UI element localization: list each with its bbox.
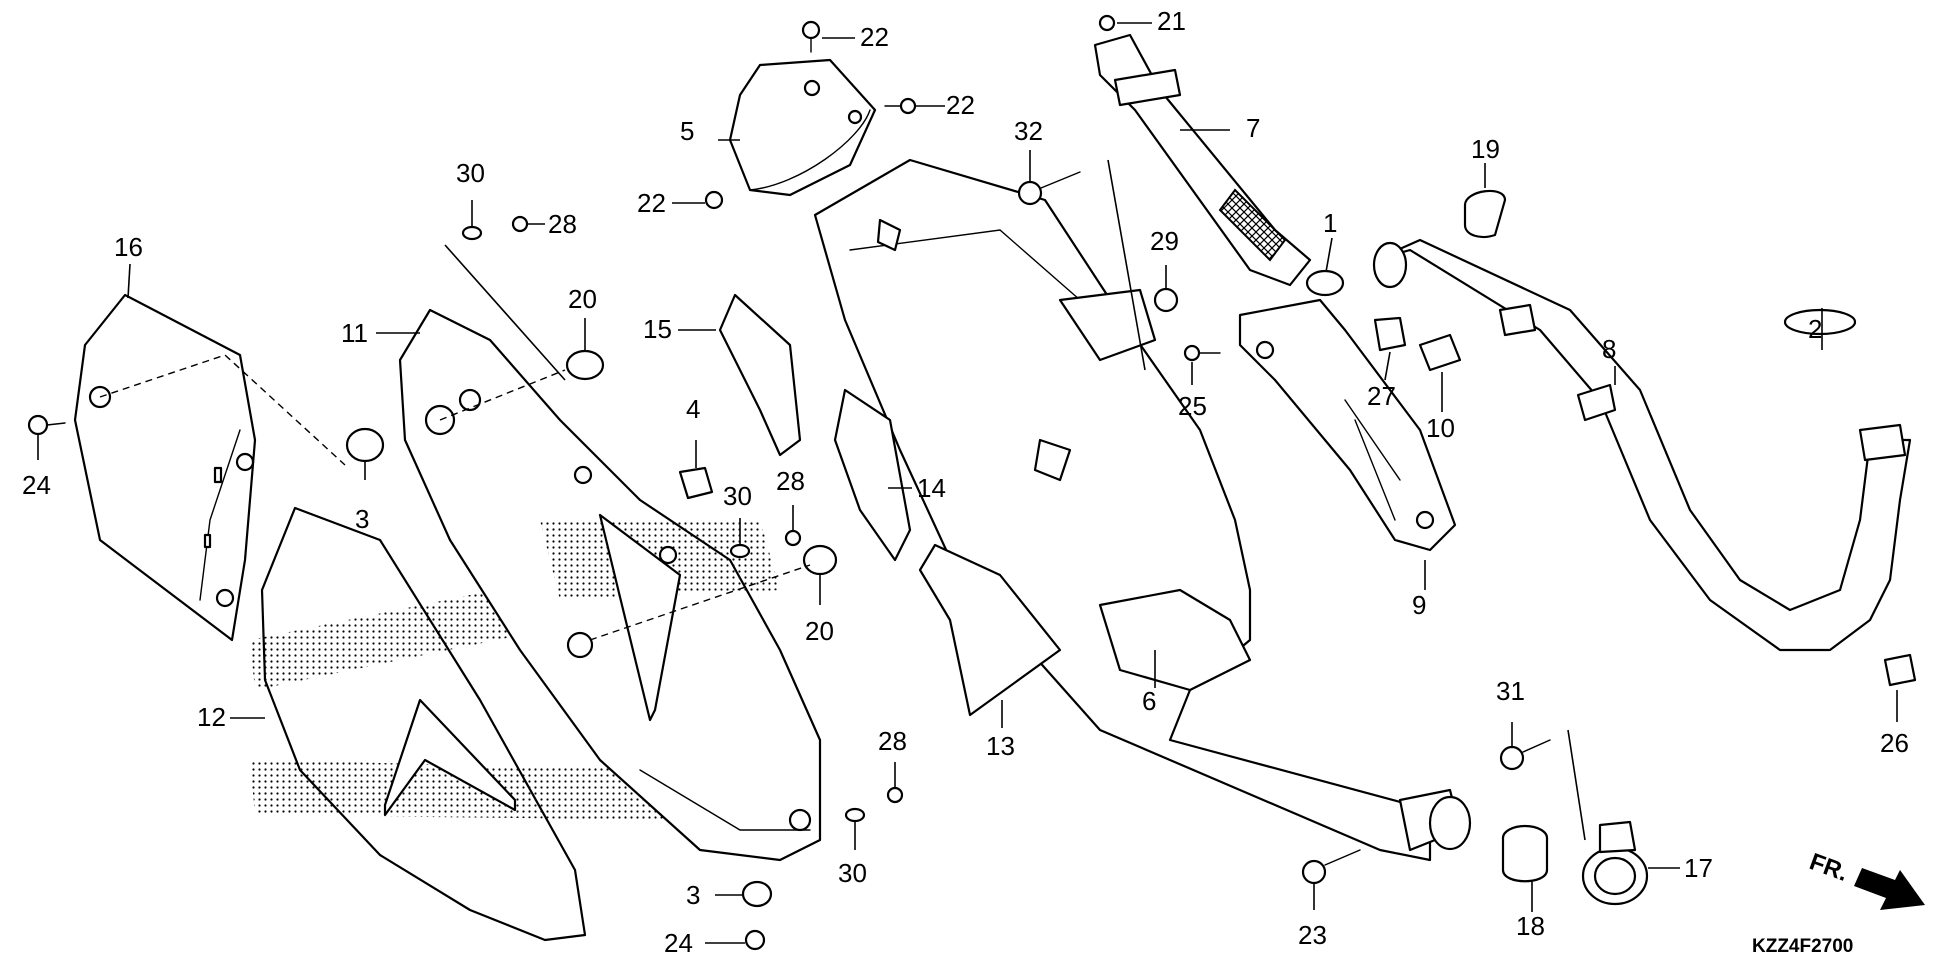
callout-22-left: 22	[637, 188, 666, 218]
callout-24-bottom: 24	[664, 928, 693, 958]
callouts: 1 2 3 3 4 5 6 7 8 9 10 11 12 13 14 15 16	[22, 6, 1909, 958]
callout-3-top: 3	[355, 504, 369, 534]
grommet-20-top	[565, 349, 605, 381]
callout-28-bottom: 28	[878, 726, 907, 756]
front-arrow-icon	[1854, 868, 1925, 910]
callout-28-mid: 28	[776, 466, 805, 496]
callout-21: 21	[1157, 6, 1186, 36]
callout-7: 7	[1246, 113, 1260, 143]
callout-11: 11	[341, 318, 368, 348]
part-10-clip	[1418, 333, 1462, 372]
bolt-25	[1183, 344, 1221, 362]
callout-10: 10	[1426, 413, 1455, 443]
clip-4	[678, 466, 714, 500]
callout-31: 31	[1496, 676, 1525, 706]
part-1-gasket	[1305, 269, 1345, 297]
part-11-inner-cover	[398, 308, 822, 862]
callout-30-top: 30	[456, 158, 485, 188]
assembly-lines	[99, 159, 1586, 841]
part-19-clamp	[1463, 189, 1507, 239]
callout-3-bottom: 3	[686, 880, 700, 910]
bolt-22-left	[704, 190, 724, 210]
callout-6: 6	[1142, 686, 1156, 716]
callout-28-top: 28	[548, 209, 577, 239]
callout-23: 23	[1298, 920, 1327, 950]
diagram-code: KZZ4F2700	[1752, 936, 1853, 957]
washer-30-mid	[729, 543, 751, 559]
bolt-22-right	[884, 97, 917, 115]
bolt-24-left	[27, 414, 66, 436]
part-16-side-cover	[73, 293, 257, 642]
part-7-joint-pipe	[1093, 33, 1312, 287]
callout-26: 26	[1880, 728, 1909, 758]
callout-19: 19	[1471, 134, 1500, 164]
callout-15: 15	[643, 314, 672, 344]
callout-20-top: 20	[568, 284, 597, 314]
callout-22-top: 22	[860, 22, 889, 52]
callout-22-right: 22	[946, 90, 975, 120]
front-direction-indicator: FR.	[1806, 848, 1925, 910]
grommet-3-top	[345, 427, 385, 463]
callout-30-mid: 30	[723, 481, 752, 511]
part-6-muffler	[813, 158, 1472, 862]
nut-29	[1153, 287, 1179, 313]
nut-26	[1883, 653, 1917, 687]
washer-30-bottom	[844, 807, 866, 823]
grommet-3-bottom	[741, 880, 773, 908]
washer-30-top	[461, 225, 483, 241]
callout-4: 4	[686, 394, 700, 424]
part-5-end-cap	[728, 58, 877, 197]
bolt-28-mid	[784, 529, 802, 547]
callout-16: 16	[114, 232, 143, 262]
callout-27: 27	[1367, 381, 1396, 411]
callout-13: 13	[986, 731, 1015, 761]
part-2-gasket	[1783, 308, 1857, 336]
callout-2: 2	[1808, 314, 1822, 344]
part-8-exhaust-pipe	[1372, 238, 1912, 652]
bolt-28-bottom	[886, 786, 904, 804]
callout-17: 17	[1684, 853, 1713, 883]
callout-8: 8	[1602, 334, 1616, 364]
callout-14: 14	[917, 473, 946, 503]
callout-25: 25	[1178, 391, 1207, 421]
bolt-31	[1499, 739, 1551, 771]
bolt-23	[1301, 849, 1361, 885]
bolt-28-top	[511, 215, 529, 233]
part-27-bracket	[1373, 316, 1407, 352]
bolt-24-bottom	[744, 929, 766, 951]
bolt-21	[1098, 14, 1116, 32]
callout-9: 9	[1412, 590, 1426, 620]
callout-5: 5	[680, 116, 694, 146]
bolt-32	[1017, 171, 1081, 206]
part-17-clamp	[1581, 820, 1649, 906]
part-15-gasket	[718, 293, 802, 457]
part-9-pipe-protector	[1238, 298, 1457, 552]
callout-12: 12	[197, 702, 226, 732]
callout-1: 1	[1323, 208, 1337, 238]
part-18-collar	[1501, 824, 1549, 883]
callout-20-mid: 20	[805, 616, 834, 646]
part-14-gasket	[833, 388, 912, 562]
callout-29: 29	[1150, 226, 1179, 256]
bolt-22-top	[801, 20, 821, 53]
callout-18: 18	[1516, 911, 1545, 941]
callout-32: 32	[1014, 116, 1043, 146]
callout-24-left: 24	[22, 470, 51, 500]
direction-label: FR.	[1806, 848, 1852, 887]
part-13-gasket	[918, 543, 1062, 717]
grommet-20-mid	[802, 544, 838, 576]
callout-30-bottom: 30	[838, 858, 867, 888]
